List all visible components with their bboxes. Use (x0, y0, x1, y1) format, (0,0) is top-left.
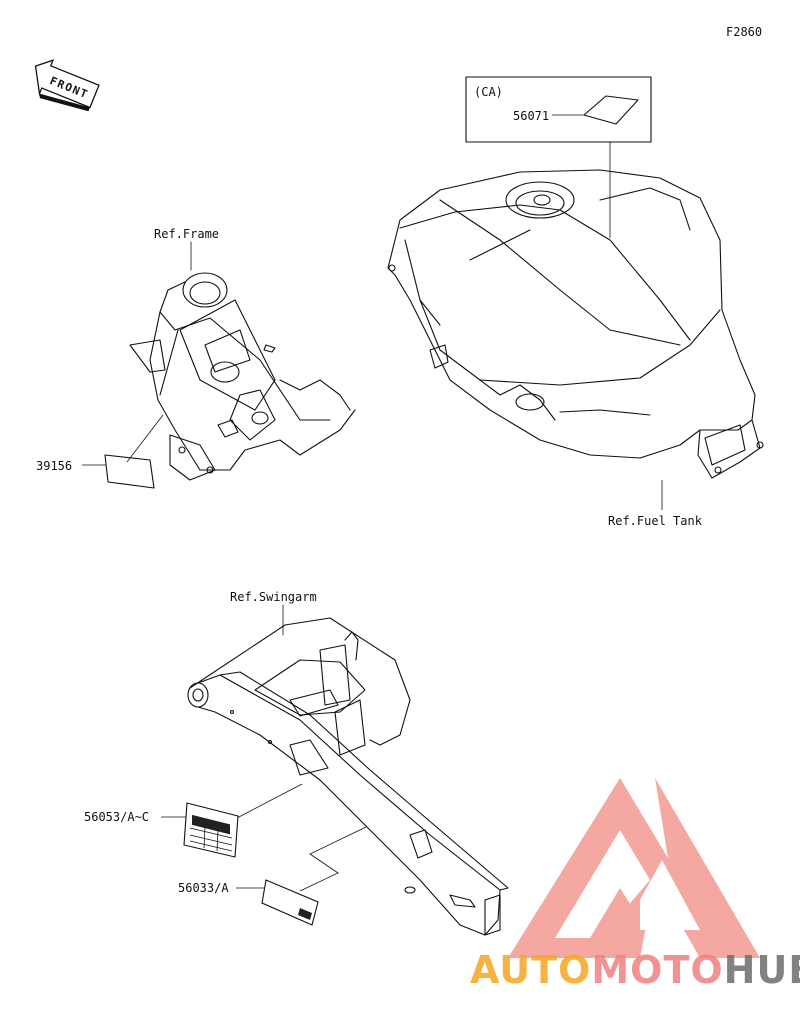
label-56071-icon (583, 95, 639, 125)
part-number-39156[interactable]: 39156 (36, 459, 73, 473)
label-56033-icon (261, 879, 319, 926)
ref-swingarm-label[interactable]: Ref.Swingarm (230, 590, 317, 604)
watermark-auto: AUTO (470, 948, 592, 992)
watermark-logo-icon (508, 778, 760, 958)
watermark-moto: MOTO (591, 948, 724, 992)
part-number-56053[interactable]: 56053/A~C (84, 810, 150, 824)
ref-fuel-tank-label[interactable]: Ref.Fuel Tank (608, 514, 702, 528)
frame-drawing (129, 241, 356, 481)
watermark-hub: HUB (723, 948, 800, 992)
part-number-56033[interactable]: 56033/A (178, 881, 229, 895)
front-arrow-icon: FRONT (34, 59, 100, 112)
label-56053-icon (183, 802, 239, 858)
ref-frame-label[interactable]: Ref.Frame (154, 227, 220, 241)
ca-box (465, 76, 652, 143)
watermark-wordmark: AUTOMOTOHUB (470, 950, 800, 992)
ca-box-label: (CA) (474, 85, 503, 99)
fuel-tank-drawing (387, 169, 764, 479)
diagram-code: F2860 (726, 25, 763, 39)
part-number-56071[interactable]: 56071 (513, 109, 550, 123)
label-39156-icon (104, 454, 155, 489)
swingarm-drawing (187, 604, 509, 936)
